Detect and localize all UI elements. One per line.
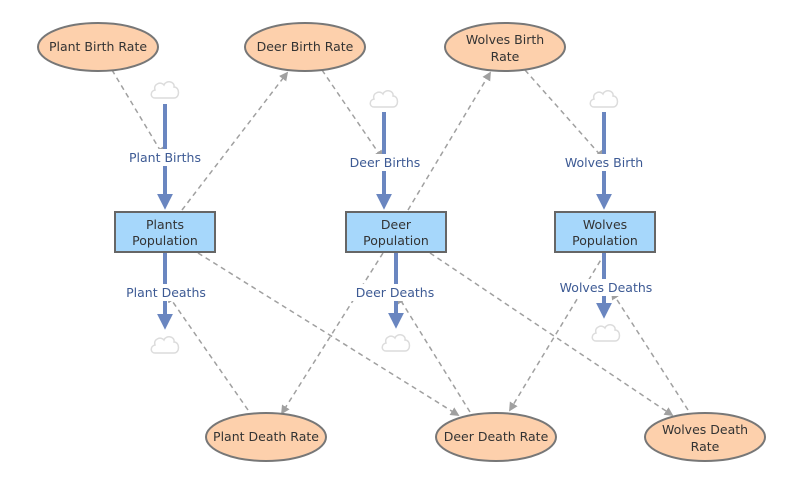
link-plants-to-deer-death-rate (197, 252, 460, 416)
rate-deer-birth-rate[interactable]: Deer Birth Rate (244, 22, 366, 72)
link-plant-death-rate-to-plant-deaths (166, 293, 249, 411)
flow-label-wolves-birth: Wolves Birth (565, 155, 643, 170)
link-wolves-to-deer-death-rate (509, 252, 606, 412)
stock-label-line1: Plants (146, 217, 184, 232)
stock-label-line2: Population (572, 233, 638, 248)
rate-label-line1: Wolves Birth (466, 32, 544, 47)
flow-label-deer-births: Deer Births (350, 155, 421, 170)
rate-label-line2: Rate (491, 49, 520, 64)
rate-wolves-birth-rate[interactable]: Wolves Birth Rate (444, 22, 566, 72)
rate-deer-death-rate[interactable]: Deer Death Rate (435, 412, 557, 462)
link-plant-birth-rate-to-plant-births (111, 69, 164, 157)
rate-wolves-death-rate[interactable]: Wolves Death Rate (644, 412, 766, 462)
cloud-icon (381, 334, 411, 352)
stock-label-line2: Population (363, 233, 429, 248)
cloud-icon (589, 90, 619, 108)
rate-label: Deer Birth Rate (257, 39, 354, 54)
link-deer-to-wolves-birth-rate (407, 71, 491, 211)
flow-labels: Plant Births Deer Births Wolves Birth Pl… (120, 149, 656, 301)
link-deer-birth-rate-to-deer-births (321, 69, 384, 160)
link-wolves-death-rate-to-wolves-deaths (611, 290, 689, 411)
rate-label: Deer Death Rate (444, 429, 549, 444)
stock-label-line1: Wolves (583, 217, 627, 232)
rate-label: Plant Death Rate (213, 429, 319, 444)
cloud-icon (150, 336, 180, 354)
stock-plants-population[interactable]: Plants Population (114, 211, 216, 253)
stock-deer-population[interactable]: Deer Population (345, 211, 447, 253)
link-plants-to-deer-birth-rate (181, 71, 289, 211)
rate-plant-birth-rate[interactable]: Plant Birth Rate (37, 22, 159, 72)
rate-label-line2: Rate (691, 439, 720, 454)
link-wolves-birth-rate-to-wolves-birth (524, 69, 605, 160)
rate-label-line1: Wolves Death (662, 422, 748, 437)
flow-label-deer-deaths: Deer Deaths (356, 285, 434, 300)
stocks: Plants Population Deer Population Wolves… (114, 211, 656, 253)
rate-plant-death-rate[interactable]: Plant Death Rate (205, 412, 327, 462)
flow-label-wolves-deaths: Wolves Deaths (560, 280, 653, 295)
link-deer-to-wolves-death-rate (429, 252, 674, 417)
stock-label-line2: Population (132, 233, 198, 248)
link-deer-to-plant-death-rate (281, 252, 384, 415)
flow-label-plant-births: Plant Births (129, 150, 201, 165)
stock-label-line1: Deer (381, 217, 412, 232)
rates: Plant Birth Rate Deer Birth Rate Wolves … (37, 22, 766, 462)
cloud-icon (150, 81, 180, 99)
link-deer-death-rate-to-deer-deaths (397, 294, 471, 413)
cloud-icon (369, 90, 399, 108)
stock-wolves-population[interactable]: Wolves Population (554, 211, 656, 253)
rate-label: Plant Birth Rate (49, 39, 147, 54)
cloud-icon (591, 324, 621, 342)
flow-label-plant-deaths: Plant Deaths (126, 285, 206, 300)
